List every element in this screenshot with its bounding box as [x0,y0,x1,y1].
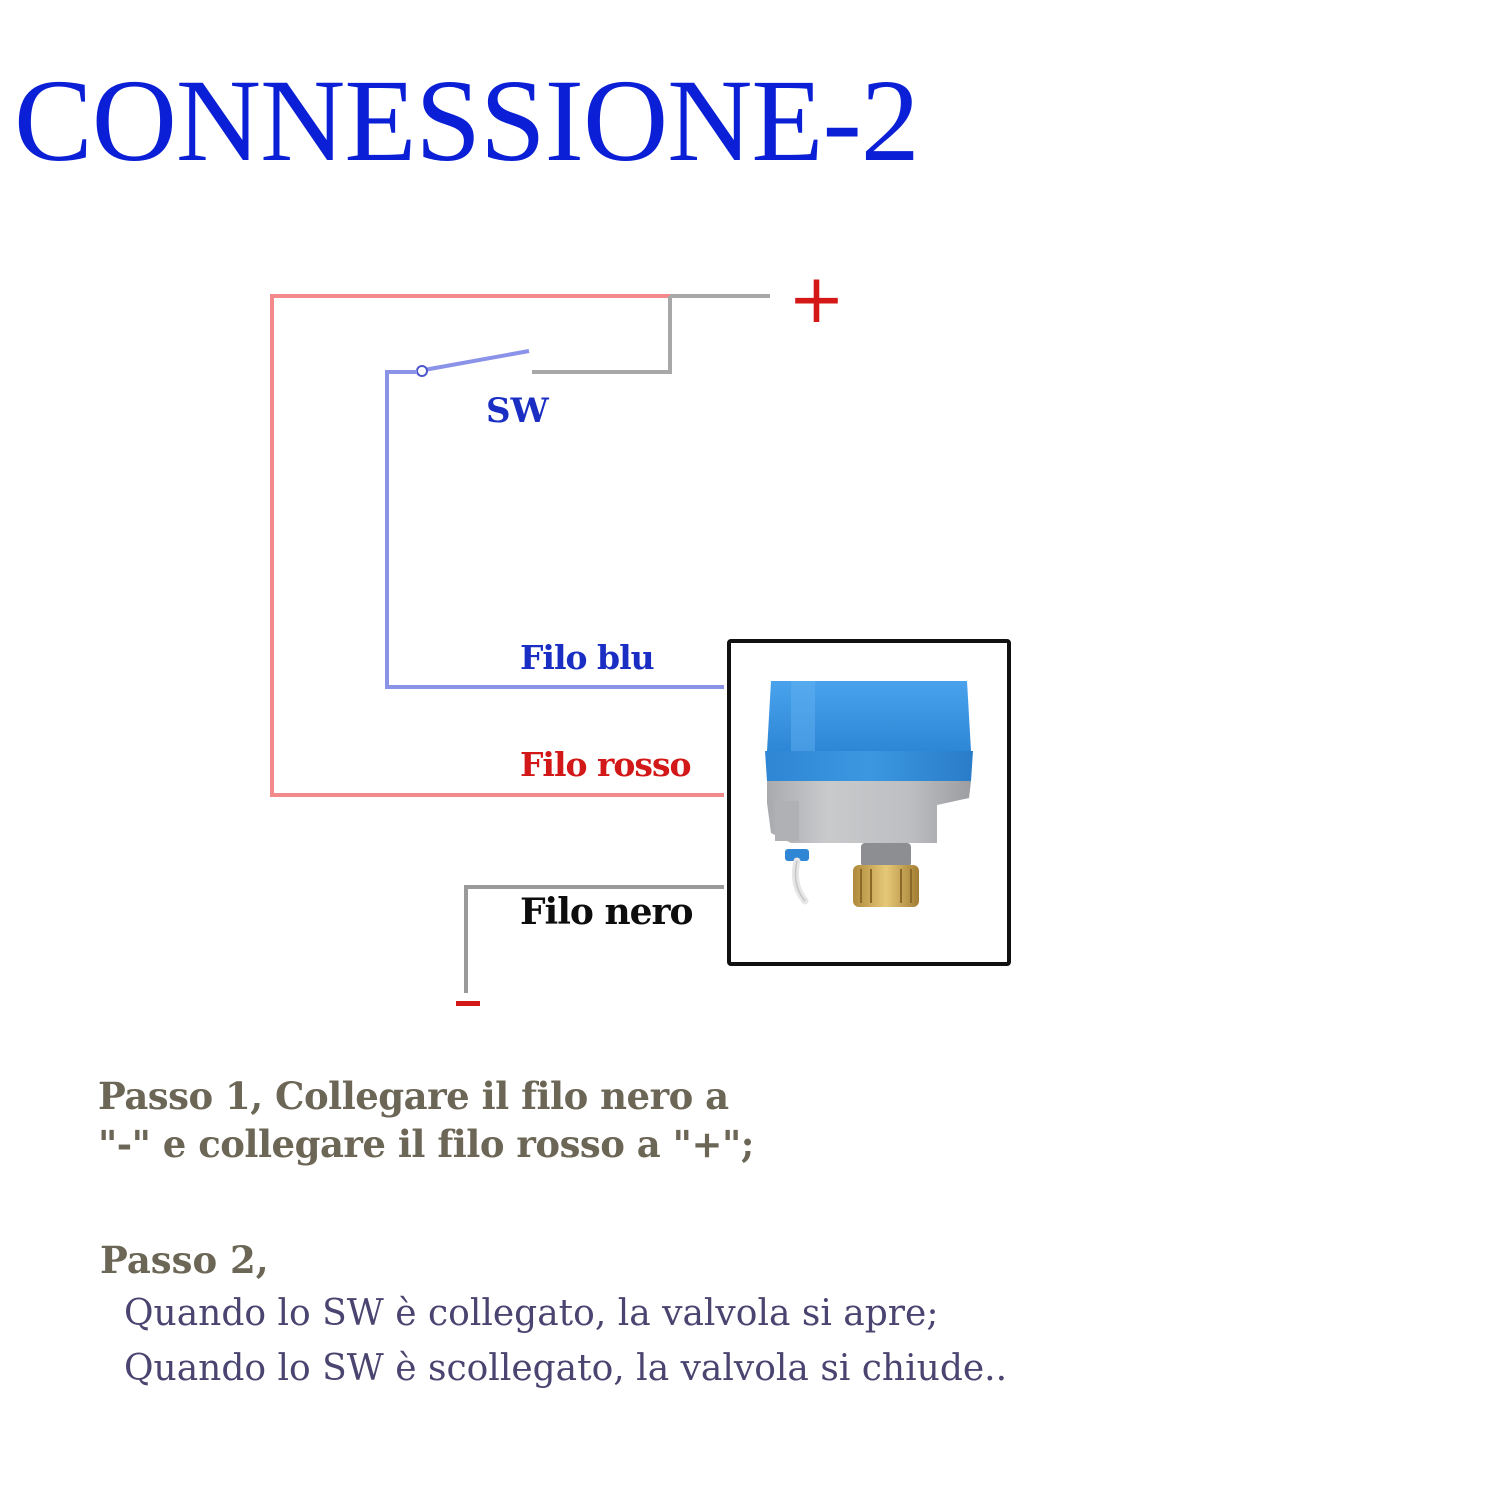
negative-terminal [456,1001,480,1006]
page-title: CONNESSIONE-2 [14,55,920,186]
switch-pivot [416,365,428,377]
red-wire-label: Filo rosso [520,745,692,784]
step-2-line-1: Quando lo SW è collegato, la valvola si … [124,1293,939,1334]
step-1-line-2: "-" e collegare il filo rosso a "+"; [98,1122,754,1166]
blue-wire-label: Filo blu [520,638,655,677]
switch-label: SW [486,391,549,431]
valve-device-box [727,639,1011,966]
switch-lever [423,349,530,372]
black-wire [464,885,724,993]
red-wire [270,294,724,797]
step-1-line-1: Passo 1, Collegare il filo nero a [98,1074,729,1118]
step-2-line-2: Quando lo SW è scollegato, la valvola si… [124,1348,1008,1389]
blue-wire [385,370,724,689]
valve-actuator-icon [765,681,973,907]
step-1-instructions: Passo 1, Collegare il filo nero a "-" e … [98,1072,754,1168]
positive-terminal: + [788,260,845,339]
step-2-title: Passo 2, [100,1238,269,1282]
black-wire-label: Filo nero [520,891,694,933]
switch-feed-wire [532,296,672,374]
